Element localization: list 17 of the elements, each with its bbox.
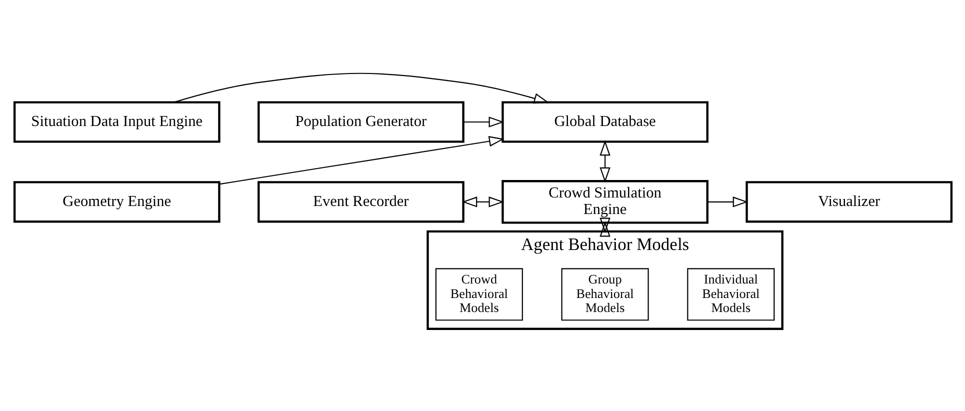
- node-box: Group Behavioral Models: [560, 268, 648, 321]
- arrow: [218, 136, 504, 185]
- arrow: [173, 72, 549, 104]
- node-box: Global Database: [501, 101, 708, 143]
- arrow: [462, 116, 504, 128]
- node-box: Geometry Engine: [12, 181, 220, 223]
- node-box: Situation Data Input Engine: [12, 101, 220, 143]
- node-box: Population Generator: [257, 101, 464, 143]
- node-box: Crowd Behavioral Models: [434, 268, 522, 321]
- node-box: Event Recorder: [257, 181, 464, 223]
- node-box: Visualizer: [745, 181, 952, 223]
- node-box: Individual Behavioral Models: [686, 268, 774, 321]
- node-box: Crowd Simulation Engine: [501, 180, 708, 224]
- arrow: [599, 218, 610, 237]
- arrow: [461, 196, 504, 208]
- arrow: [707, 196, 748, 208]
- arrow: [599, 140, 610, 183]
